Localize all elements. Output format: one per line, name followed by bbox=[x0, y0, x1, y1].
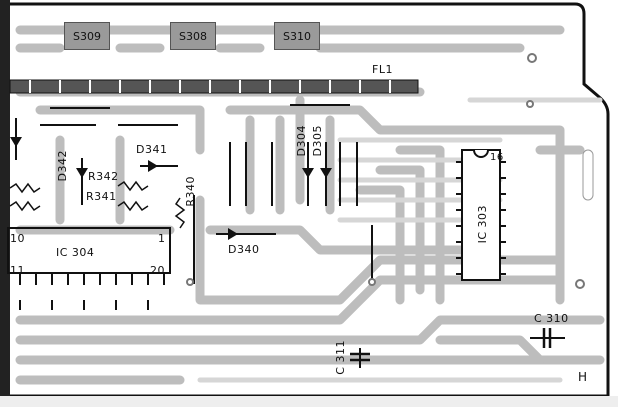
label-d304: D304 bbox=[295, 125, 308, 157]
label-corner-mark: H bbox=[578, 370, 588, 384]
ic304-body bbox=[7, 227, 171, 274]
label-r342: R342 bbox=[88, 170, 119, 183]
switch-s308-label: S308 bbox=[179, 29, 207, 43]
label-c310: C 310 bbox=[534, 312, 569, 325]
left-edge bbox=[0, 0, 10, 407]
switch-s310-label: S310 bbox=[283, 29, 311, 43]
resistor-symbols bbox=[9, 180, 186, 229]
label-ic304-pin20: 20 bbox=[150, 264, 165, 277]
switch-s308: S308 bbox=[170, 22, 216, 50]
ic303-body bbox=[461, 149, 501, 281]
label-r341: R341 bbox=[86, 190, 117, 203]
fl1-strip bbox=[9, 79, 419, 94]
pads bbox=[186, 53, 585, 289]
label-r340: R340 bbox=[184, 176, 197, 207]
label-ic304-pin10: 10 bbox=[10, 232, 25, 245]
label-ic304-pin1: 1 bbox=[158, 232, 166, 245]
label-ic304: IC 304 bbox=[56, 246, 95, 259]
ic303-notch bbox=[473, 149, 489, 158]
edge-slot bbox=[582, 149, 594, 201]
component-leads bbox=[15, 104, 565, 368]
label-d342: D342 bbox=[56, 150, 69, 182]
label-d305: D305 bbox=[311, 125, 324, 157]
label-d340: D340 bbox=[228, 243, 260, 256]
switch-s309-label: S309 bbox=[73, 29, 101, 43]
diode-symbols bbox=[10, 137, 332, 240]
label-d341: D341 bbox=[136, 143, 168, 156]
capacitor-symbols bbox=[350, 328, 552, 362]
switch-s309: S309 bbox=[64, 22, 110, 50]
fl1-strip-pins bbox=[29, 80, 391, 93]
label-ic304-pin11: 11 bbox=[10, 264, 25, 277]
bottom-edge bbox=[0, 396, 618, 407]
label-c311: C 311 bbox=[334, 340, 347, 375]
switch-s310: S310 bbox=[274, 22, 320, 50]
ic304-pins bbox=[19, 273, 165, 310]
label-ic303-pin16: 16 bbox=[490, 152, 504, 163]
label-ic303: IC 303 bbox=[476, 205, 489, 244]
ic303-pins bbox=[456, 161, 506, 275]
label-fl1: FL1 bbox=[372, 63, 393, 76]
